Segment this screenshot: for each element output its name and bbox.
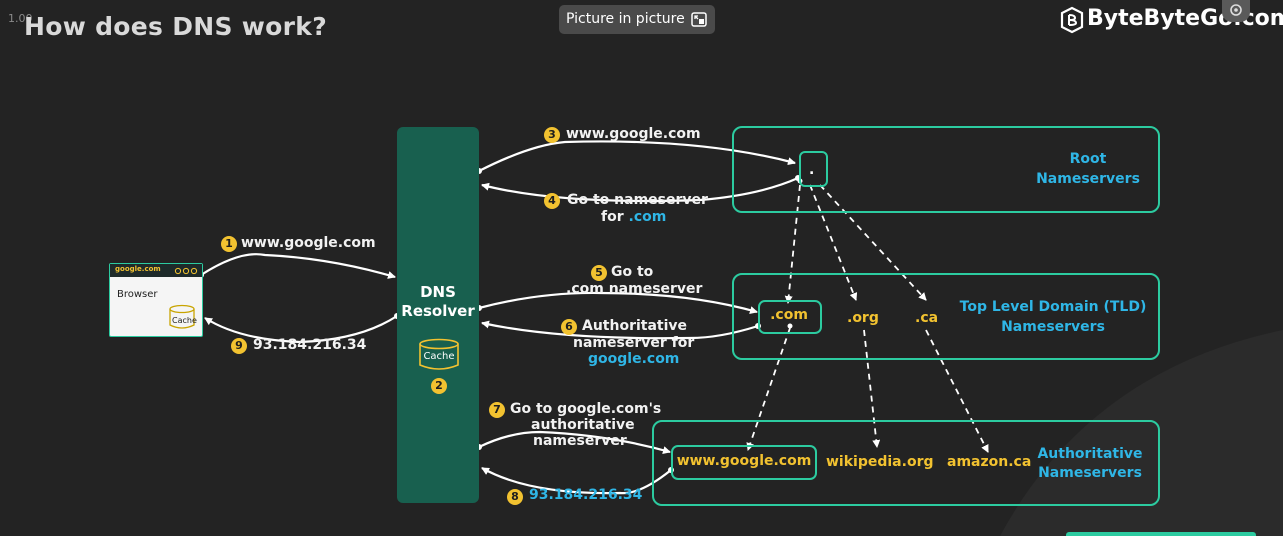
arrow-step-5 xyxy=(478,291,758,314)
dash-root-com xyxy=(784,184,801,304)
step-3-badge: 3 xyxy=(544,127,560,143)
step-9-badge: 9 xyxy=(231,338,247,354)
dash-root-org xyxy=(809,184,858,301)
page-title: How does DNS work? xyxy=(24,12,328,41)
brand-name: ByteByteGo.com xyxy=(1087,6,1283,31)
step-8-text: 93.184.216.34 xyxy=(529,487,643,503)
auth-nameservers-box xyxy=(652,420,1160,506)
step-3-text: www.google.com xyxy=(566,126,701,142)
root-node-dot: . xyxy=(809,162,815,178)
arrow-step-8 xyxy=(481,467,672,495)
auth-node-google xyxy=(671,445,817,480)
tld-nameservers-box xyxy=(732,273,1160,360)
tld-label-line2: Nameservers xyxy=(1001,319,1105,335)
arrow-step-1 xyxy=(200,253,396,279)
background-swoosh xyxy=(1000,330,1283,536)
root-node xyxy=(799,151,828,187)
step-4-line2-prefix: for xyxy=(601,209,629,225)
pip-label: Picture in picture xyxy=(566,11,685,27)
step-4-line2-tld: .com xyxy=(628,209,667,225)
resolver-cache-label: Cache xyxy=(423,351,455,362)
arrow-step-9 xyxy=(204,315,398,344)
arrow-step-6 xyxy=(481,320,759,340)
step-4-line2: for .com xyxy=(601,209,666,225)
tld-org: .org xyxy=(847,310,879,326)
resolver-title-line2: Resolver xyxy=(401,302,475,320)
bottom-edge-bar xyxy=(1066,532,1256,536)
auth-wikipedia: wikipedia.org xyxy=(826,454,934,470)
overlay-settings-button[interactable] xyxy=(1222,0,1250,22)
tld-node-com xyxy=(758,300,822,334)
dash-root-ca xyxy=(819,184,927,301)
step-2-badge: 2 xyxy=(431,378,447,394)
resolver-title-line1: DNS xyxy=(420,283,456,301)
hierarchy-lines xyxy=(746,184,989,453)
browser-label: Browser xyxy=(117,289,158,300)
window-controls-icon xyxy=(174,267,198,275)
auth-amazon: amazon.ca xyxy=(947,454,1032,470)
browser-url: google.com xyxy=(115,265,161,273)
step-5-line2: .com nameserver xyxy=(566,281,703,297)
arrow-step-4 xyxy=(481,176,799,203)
step-4-line1: Go to nameserver xyxy=(567,192,708,208)
step-1-badge: 1 xyxy=(221,236,237,252)
step-1-text: www.google.com xyxy=(241,235,376,251)
step-6-badge: 6 xyxy=(561,319,577,335)
root-label-line1: Root xyxy=(1069,151,1107,167)
dns-resolver xyxy=(397,127,479,503)
zoom-level: 1.00 xyxy=(8,12,33,25)
step-6-line1: Authoritative xyxy=(582,318,688,334)
resolver-cache-icon xyxy=(419,338,459,370)
pip-icon xyxy=(691,12,707,27)
step-5-line1: Go to xyxy=(611,264,654,280)
browser-cache-label: Cache xyxy=(172,316,197,325)
tld-label-line1: Top Level Domain (TLD) xyxy=(959,299,1147,315)
dash-org-wiki xyxy=(863,329,881,448)
step-6-line2: nameserver for xyxy=(573,335,695,351)
step-4-badge: 4 xyxy=(544,193,560,209)
arrow-step-7 xyxy=(478,430,671,454)
tld-com: .com xyxy=(770,307,808,323)
browser-cache-icon xyxy=(169,304,195,329)
step-7-line3: nameserver xyxy=(533,433,627,449)
auth-label-line1: Authoritative xyxy=(1037,446,1143,462)
browser-window: google.com Browser Cache xyxy=(109,263,203,337)
root-label-line2: Nameservers xyxy=(1036,171,1140,187)
step-6-line3: google.com xyxy=(588,351,680,367)
picture-in-picture-button[interactable]: Picture in picture xyxy=(559,5,715,34)
step-9-text: 93.184.216.34 xyxy=(253,337,367,353)
root-nameservers-box xyxy=(732,126,1160,213)
browser-address-bar: google.com xyxy=(110,264,202,277)
step-8-badge: 8 xyxy=(507,489,523,505)
step-7-line1: Go to google.com's xyxy=(510,401,662,417)
dash-ca-amazon xyxy=(925,329,989,453)
settings-icon xyxy=(1230,4,1242,16)
step-7-line2: authoritative xyxy=(531,417,635,433)
auth-google: www.google.com xyxy=(676,453,812,469)
step-7-badge: 7 xyxy=(489,402,505,418)
tld-ca: .ca xyxy=(915,310,939,326)
arrow-step-3 xyxy=(478,140,796,172)
auth-label-line2: Nameservers xyxy=(1038,465,1142,481)
step-5-badge: 5 xyxy=(591,265,607,281)
brand-logo-icon xyxy=(1060,6,1084,34)
